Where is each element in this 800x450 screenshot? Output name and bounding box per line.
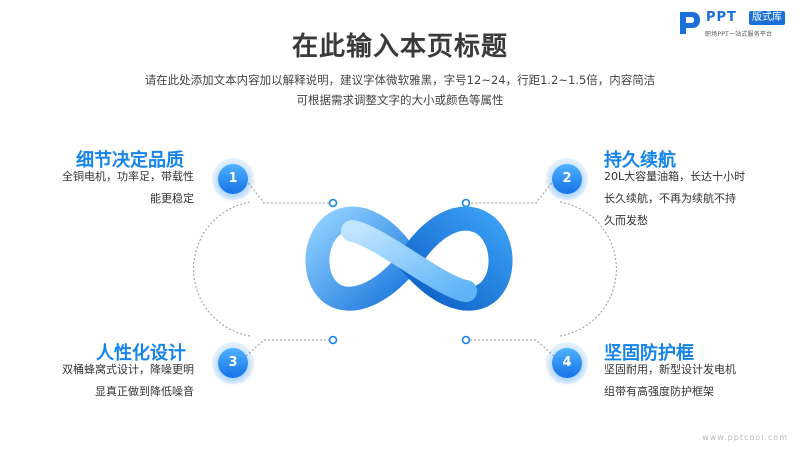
ppt-logo-icon (680, 12, 700, 34)
desc-line: 全铜电机，功率足，带载性 (62, 170, 194, 183)
item-1-number-badge: 1 (218, 164, 248, 194)
item-4-number-badge: 4 (552, 348, 582, 378)
watermark: www.pptcool.com (702, 433, 788, 442)
item-4-description: 坚固耐用，新型设计发电机 组带有高强度防护框架 (604, 359, 764, 403)
infinity-icon (305, 206, 513, 311)
item-2-heading: 持久续航 (604, 150, 676, 171)
item-1-description: 全铜电机，功率足，带载性 能更稳定 (34, 166, 194, 210)
desc-line: 坚固耐用，新型设计发电机 (604, 363, 736, 376)
connector-dot-3 (328, 335, 338, 345)
connector-dot-4 (461, 335, 471, 345)
item-2-number-badge: 2 (552, 164, 582, 194)
brand-tagline: 职场PPT一站式服务平台 (705, 31, 773, 38)
page-title: 在此输入本页标题 (291, 32, 508, 62)
page-subtitle: 请在此处添加文本内容加以解释说明，建议字体微软雅黑，字号12~24，行距1.2~… (100, 70, 700, 110)
item-3-heading: 人性化设计 (96, 343, 186, 364)
desc-line: 双桶蜂窝式设计，降噪更明 (62, 363, 194, 376)
desc-line: 能更稳定 (150, 192, 194, 205)
brand-name: PPT (706, 10, 737, 25)
item-4-heading: 坚固防护框 (604, 343, 694, 364)
brand-badge: 版式库 (749, 11, 785, 25)
connector-dot-1 (328, 198, 338, 208)
desc-line: 20L大容量油箱，长达十小时 (604, 170, 746, 183)
brand-logo[interactable]: PPT 版式库 职场PPT一站式服务平台 (678, 8, 794, 42)
item-3-number-badge: 3 (218, 348, 248, 378)
subtitle-line: 请在此处添加文本内容加以解释说明，建议字体微软雅黑，字号12~24，行距1.2~… (144, 73, 656, 87)
connector-dot-2 (461, 198, 471, 208)
item-2-description: 20L大容量油箱，长达十小时 长久续航，不再为续航不持 久而发愁 (604, 166, 764, 232)
desc-line: 长久续航，不再为续航不持 (604, 192, 736, 205)
item-3-description: 双桶蜂窝式设计，降噪更明 显真正做到降低噪音 (34, 359, 194, 403)
desc-line: 久而发愁 (604, 214, 648, 227)
desc-line: 显真正做到降低噪音 (95, 385, 194, 398)
desc-line: 组带有高强度防护框架 (604, 385, 714, 398)
item-1-heading: 细节决定品质 (76, 150, 184, 171)
subtitle-line: 可根据需求调整文字的大小或颜色等属性 (296, 93, 504, 107)
